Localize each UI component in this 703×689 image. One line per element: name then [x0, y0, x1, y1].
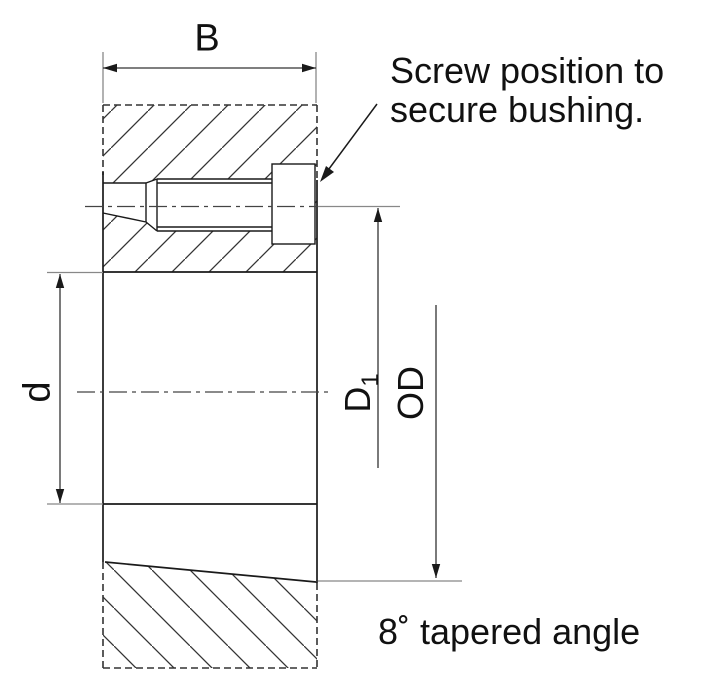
- set-screw: [102, 163, 316, 245]
- screw-cavity: [103, 164, 315, 244]
- screw-head: [271, 163, 316, 245]
- arrowhead-d-top: [55, 274, 65, 288]
- screw-note-line-2: secure bushing.: [390, 89, 645, 131]
- bottom-flange-hatch: [103, 562, 317, 668]
- arrowhead-screw-leader: [320, 166, 334, 182]
- arrowhead-d-bottom: [55, 489, 65, 503]
- centerlines: [77, 205, 330, 393]
- phantom-outline: [102, 104, 318, 669]
- taper-angle-note: 8˚ tapered angle: [378, 611, 641, 652]
- screw-note-line-1: Screw position to: [390, 50, 665, 91]
- arrowhead-od-bottom: [431, 564, 441, 578]
- d1-dimension-label: D1: [337, 373, 384, 413]
- bore-dimension-label: d: [16, 381, 59, 403]
- width-dimension-label: B: [194, 17, 220, 60]
- d1-base: D: [337, 386, 378, 413]
- extension-lines: [47, 52, 462, 582]
- body-outline: [102, 172, 318, 583]
- screw-position-note: Screw position to secure bushing.: [390, 50, 665, 131]
- d1-subscript: 1: [357, 373, 385, 387]
- arrowhead-b-left: [103, 63, 117, 73]
- arrowhead-d1-top: [373, 208, 383, 222]
- arrowheads: [55, 63, 441, 578]
- dimension-lines: [59, 67, 437, 578]
- outer-diameter-label: OD: [390, 366, 431, 420]
- screw-leader-line: [322, 103, 378, 178]
- arrowhead-b-right: [302, 63, 316, 73]
